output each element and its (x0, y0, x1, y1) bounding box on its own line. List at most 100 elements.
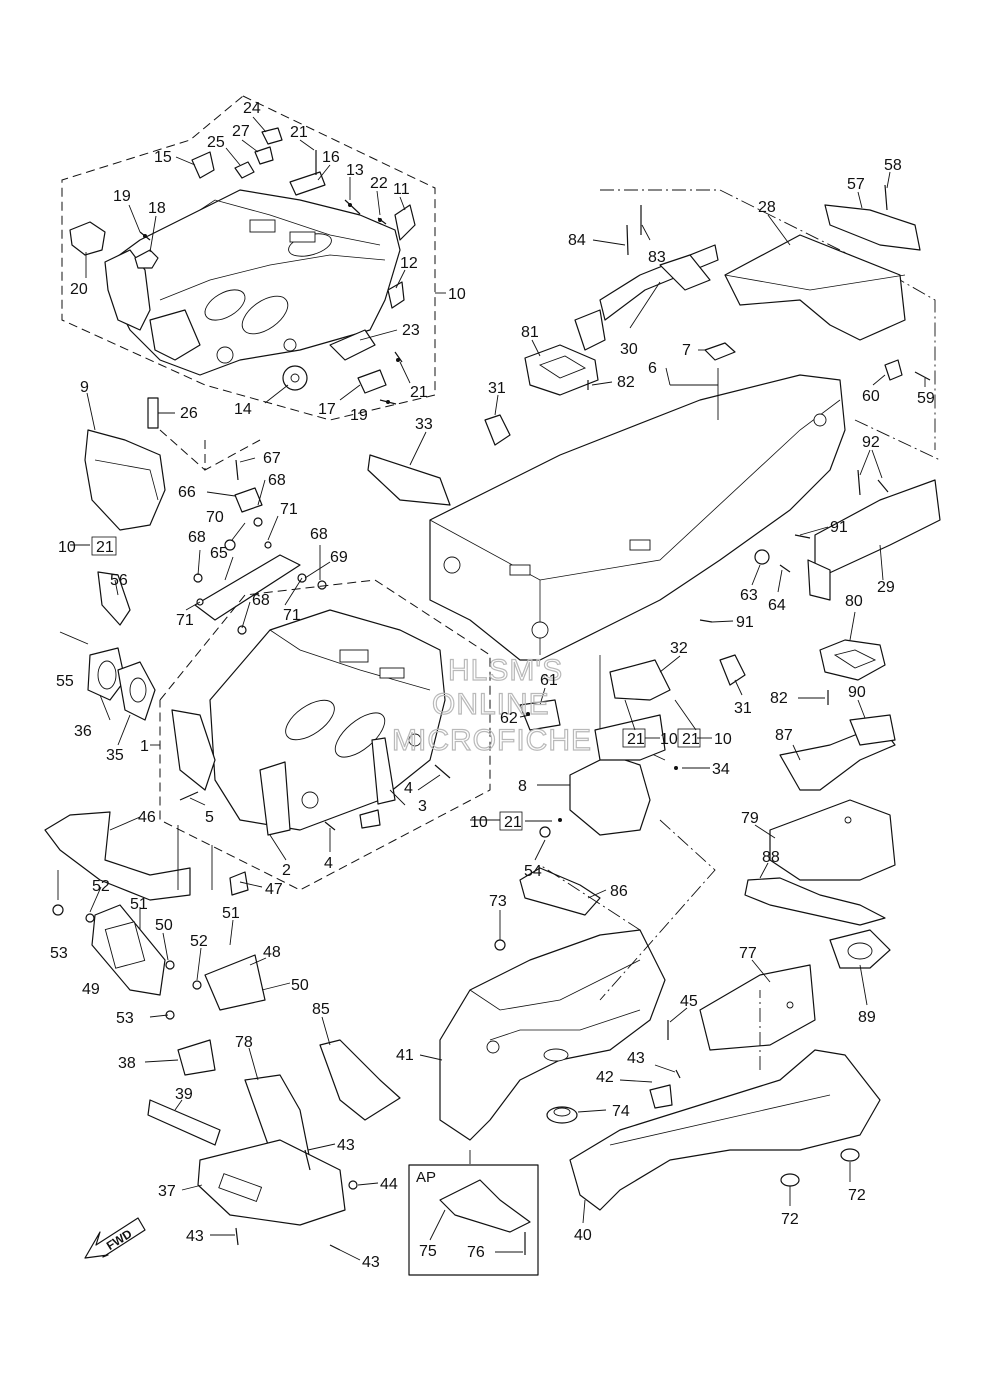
callout-27[interactable]: 27 (232, 123, 250, 140)
callout-86[interactable]: 86 (610, 883, 628, 900)
callout-65[interactable]: 65 (210, 545, 228, 562)
callout-24[interactable]: 24 (243, 100, 261, 117)
callout-89[interactable]: 89 (858, 1009, 876, 1026)
callout-61[interactable]: 61 (540, 672, 558, 689)
callout-72-b[interactable]: 72 (781, 1211, 799, 1228)
callout-53-b[interactable]: 53 (116, 1010, 134, 1027)
callout-16[interactable]: 16 (322, 149, 340, 166)
callout-83[interactable]: 83 (648, 249, 666, 266)
callout-44[interactable]: 44 (380, 1176, 398, 1193)
callout-8[interactable]: 8 (518, 778, 527, 795)
callout-33[interactable]: 33 (415, 416, 433, 433)
callout-13[interactable]: 13 (346, 162, 364, 179)
callout-80[interactable]: 80 (845, 593, 863, 610)
callout-78[interactable]: 78 (235, 1034, 253, 1051)
callout-43-b[interactable]: 43 (186, 1228, 204, 1245)
callout-42[interactable]: 42 (596, 1069, 614, 1086)
callout-10[interactable]: 10 (448, 286, 466, 303)
callout-10-b[interactable]: 10 (58, 539, 76, 556)
callout-39[interactable]: 39 (175, 1086, 193, 1103)
callout-68-b[interactable]: 68 (188, 529, 206, 546)
callout-26[interactable]: 26 (180, 405, 198, 422)
callout-21[interactable]: 21 (290, 124, 308, 141)
callout-35[interactable]: 35 (106, 747, 124, 764)
callout-38[interactable]: 38 (118, 1055, 136, 1072)
callout-53[interactable]: 53 (50, 945, 68, 962)
callout-79[interactable]: 79 (741, 810, 759, 827)
callout-70[interactable]: 70 (206, 509, 224, 526)
callout-91[interactable]: 91 (830, 519, 848, 536)
callout-3[interactable]: 3 (418, 798, 427, 815)
callout-51-b[interactable]: 51 (222, 905, 240, 922)
callout-72[interactable]: 72 (848, 1187, 866, 1204)
callout-36[interactable]: 36 (74, 723, 92, 740)
callout-21-b[interactable]: 21 (410, 384, 428, 401)
callout-76[interactable]: 76 (467, 1244, 485, 1261)
callout-60[interactable]: 60 (862, 388, 880, 405)
callout-52-b[interactable]: 52 (190, 933, 208, 950)
callout-7[interactable]: 7 (682, 342, 691, 359)
callout-19[interactable]: 19 (113, 188, 131, 205)
callout-2[interactable]: 2 (282, 862, 291, 879)
callout-71-b[interactable]: 71 (283, 607, 301, 624)
callout-21-f[interactable]: 21 (504, 814, 522, 831)
callout-87[interactable]: 87 (775, 727, 793, 744)
callout-90[interactable]: 90 (848, 684, 866, 701)
callout-62[interactable]: 62 (500, 710, 518, 727)
callout-22[interactable]: 22 (370, 175, 388, 192)
callout-68[interactable]: 68 (268, 472, 286, 489)
callout-64[interactable]: 64 (768, 597, 786, 614)
callout-21-c[interactable]: 21 (96, 539, 114, 556)
callout-57[interactable]: 57 (847, 176, 865, 193)
callout-12[interactable]: 12 (400, 255, 418, 272)
callout-30[interactable]: 30 (620, 341, 638, 358)
callout-43-d[interactable]: 43 (627, 1050, 645, 1067)
callout-28[interactable]: 28 (758, 199, 776, 216)
callout-11[interactable]: 11 (393, 181, 410, 198)
callout-10-e[interactable]: 10 (470, 814, 488, 831)
callout-10-d[interactable]: 10 (714, 731, 732, 748)
callout-31-b[interactable]: 31 (734, 700, 752, 717)
callout-4-b[interactable]: 4 (324, 855, 333, 872)
callout-81[interactable]: 81 (521, 324, 539, 341)
callout-46[interactable]: 46 (138, 809, 156, 826)
callout-18[interactable]: 18 (148, 200, 166, 217)
callout-21-d[interactable]: 21 (627, 731, 645, 748)
callout-69[interactable]: 69 (330, 549, 348, 566)
callout-15[interactable]: 15 (154, 149, 172, 166)
callout-41[interactable]: 41 (396, 1047, 414, 1064)
callout-1[interactable]: 1 (140, 738, 149, 755)
callout-32[interactable]: 32 (670, 640, 688, 657)
callout-14[interactable]: 14 (234, 401, 252, 418)
callout-67[interactable]: 67 (263, 450, 281, 467)
callout-63[interactable]: 63 (740, 587, 758, 604)
callout-29[interactable]: 29 (877, 579, 895, 596)
callout-40[interactable]: 40 (574, 1227, 592, 1244)
callout-54[interactable]: 54 (524, 863, 542, 880)
callout-82[interactable]: 82 (617, 374, 635, 391)
callout-71-c[interactable]: 71 (176, 612, 194, 629)
callout-9[interactable]: 9 (80, 379, 89, 396)
callout-50[interactable]: 50 (155, 917, 173, 934)
callout-19-b[interactable]: 19 (350, 407, 368, 424)
callout-31[interactable]: 31 (488, 380, 506, 397)
callout-75[interactable]: 75 (419, 1243, 437, 1260)
callout-48[interactable]: 48 (263, 944, 281, 961)
callout-88[interactable]: 88 (762, 849, 780, 866)
callout-82-b[interactable]: 82 (770, 690, 788, 707)
callout-59[interactable]: 59 (917, 390, 935, 407)
callout-5[interactable]: 5 (205, 809, 214, 826)
callout-84[interactable]: 84 (568, 232, 586, 249)
callout-25[interactable]: 25 (207, 134, 225, 151)
callout-21-e[interactable]: 21 (682, 731, 700, 748)
callout-17[interactable]: 17 (318, 401, 336, 418)
callout-51[interactable]: 51 (130, 896, 148, 913)
callout-66[interactable]: 66 (178, 484, 196, 501)
callout-68-d[interactable]: 68 (252, 592, 270, 609)
callout-56[interactable]: 56 (110, 572, 128, 589)
callout-49[interactable]: 49 (82, 981, 100, 998)
callout-92[interactable]: 92 (862, 434, 880, 451)
callout-37[interactable]: 37 (158, 1183, 176, 1200)
callout-34[interactable]: 34 (712, 761, 730, 778)
callout-45[interactable]: 45 (680, 993, 698, 1010)
